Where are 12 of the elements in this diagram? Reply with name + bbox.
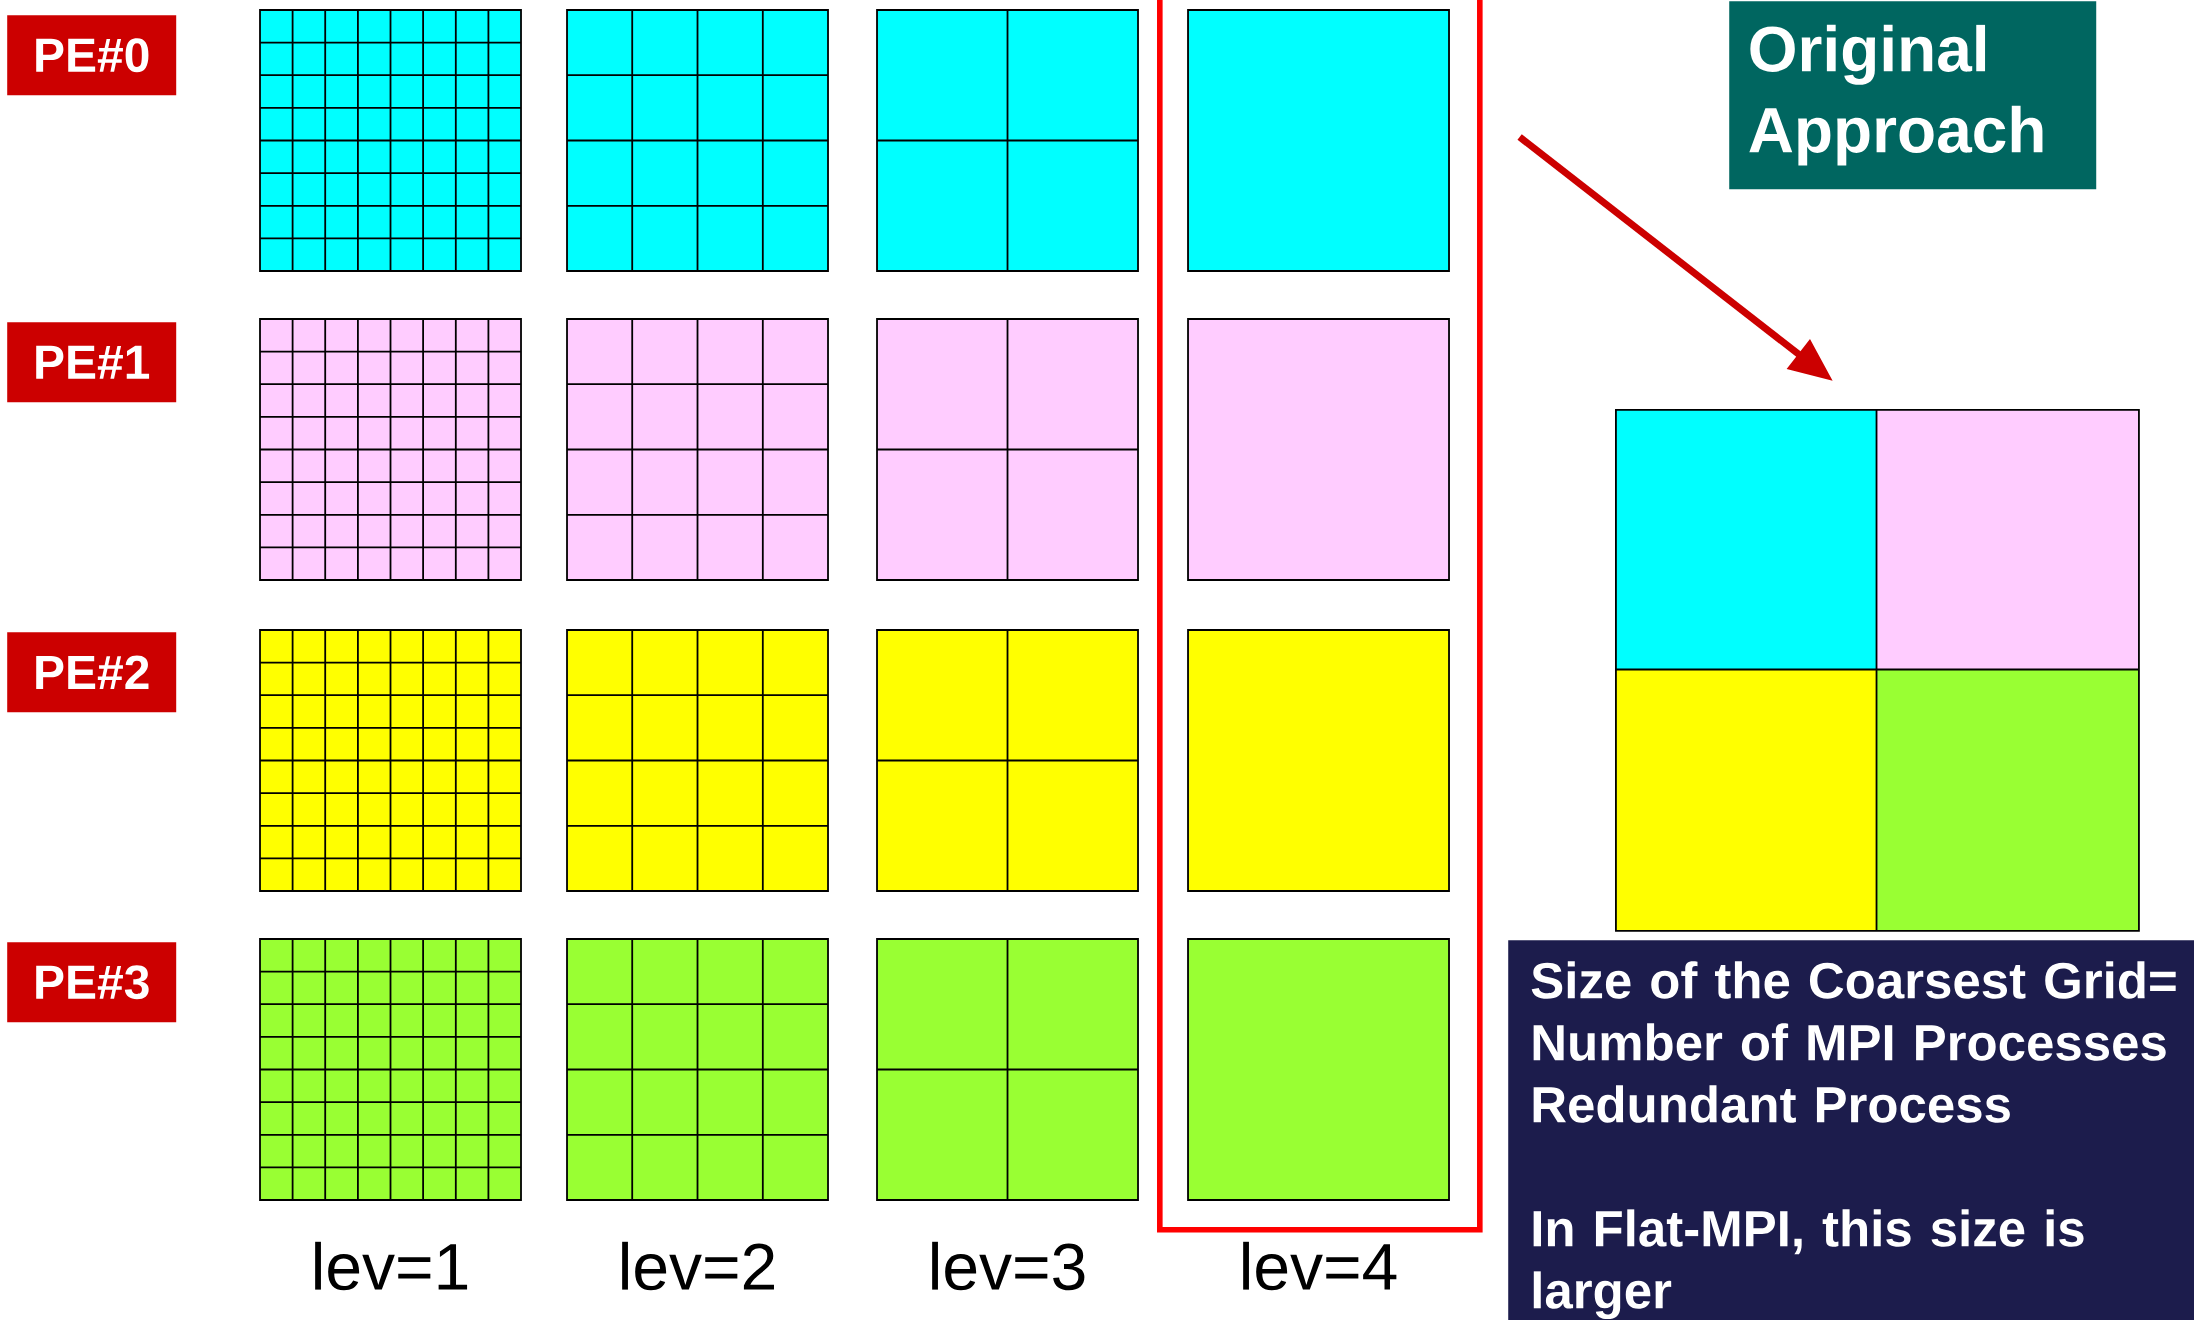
level-label: lev=4 bbox=[1243, 1241, 1397, 1291]
level-label: lev=3 bbox=[932, 1241, 1085, 1291]
level-label: lev=1 bbox=[315, 1241, 468, 1291]
level-label: lev=2 bbox=[622, 1241, 774, 1291]
process-label: PE#3 bbox=[7, 942, 177, 1023]
note-box: Size of the Coarsest Grid= Number of MPI Processes Redundant Process In Flat-MPI, this size is larger bbox=[1508, 940, 2194, 1320]
process-label: PE#2 bbox=[7, 632, 177, 713]
title-box: Original Approach bbox=[1729, 1, 2097, 190]
highlight-frame bbox=[1157, 0, 1483, 1233]
process-label: PE#0 bbox=[7, 15, 177, 96]
process-label: PE#1 bbox=[7, 322, 177, 403]
grid-drawing bbox=[1614, 408, 2140, 932]
